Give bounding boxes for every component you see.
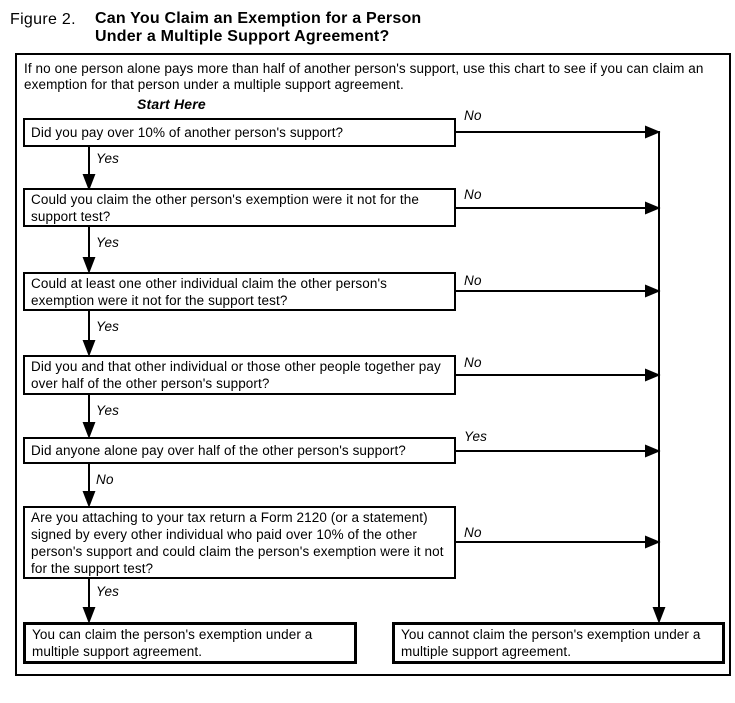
branch-down-label-1: Yes xyxy=(96,151,120,166)
question-box-5: Did anyone alone pay over half of the ot… xyxy=(23,437,456,464)
outcome-cannot-text: You cannot claim the person's exemption … xyxy=(401,627,701,659)
intro-text: If no one person alone pays more than ha… xyxy=(24,61,704,92)
question-box-2: Could you claim the other person's exemp… xyxy=(23,188,456,227)
outcome-box-cannot-claim: You cannot claim the person's exemption … xyxy=(392,622,725,664)
branch-right-label-6: No xyxy=(464,525,482,540)
question-text-2: Could you claim the other person's exemp… xyxy=(31,191,419,224)
branch-right-label-2: No xyxy=(464,187,482,202)
question-text-1: Did you pay over 10% of another person's… xyxy=(31,125,344,140)
question-text-4: Did you and that other individual or tho… xyxy=(31,359,441,391)
figure-title-line2: Under a Multiple Support Agreement? xyxy=(95,28,390,45)
branch-right-label-3: No xyxy=(464,273,482,288)
question-box-3: Could at least one other individual clai… xyxy=(23,272,456,311)
start-here-label: Start Here xyxy=(137,96,206,112)
branch-down-label-3: Yes xyxy=(96,319,120,334)
question-box-1: Did you pay over 10% of another person's… xyxy=(23,118,456,147)
figure-title: Can You Claim an Exemption for a Person … xyxy=(95,10,421,46)
chart-outer-border xyxy=(15,53,731,676)
branch-right-label-5: Yes xyxy=(464,429,488,444)
figure-label: Figure 2. xyxy=(10,11,76,28)
outcome-can-text: You can claim the person's exemption und… xyxy=(32,627,313,659)
branch-right-label-1: No xyxy=(464,108,482,123)
branch-down-label-4: Yes xyxy=(96,403,120,418)
question-box-6: Are you attaching to your tax return a F… xyxy=(23,506,456,579)
question-text-6: Are you attaching to your tax return a F… xyxy=(31,509,444,576)
branch-down-label-6: Yes xyxy=(96,584,120,599)
branch-right-label-4: No xyxy=(464,355,482,370)
branch-down-label-2: Yes xyxy=(96,235,120,250)
question-box-4: Did you and that other individual or tho… xyxy=(23,355,456,395)
question-text-5: Did anyone alone pay over half of the ot… xyxy=(31,443,406,458)
question-text-3: Could at least one other individual clai… xyxy=(31,275,388,308)
figure-title-line1: Can You Claim an Exemption for a Person xyxy=(95,10,422,27)
branch-down-label-5: No xyxy=(96,472,114,487)
outcome-box-can-claim: You can claim the person's exemption und… xyxy=(23,622,357,664)
